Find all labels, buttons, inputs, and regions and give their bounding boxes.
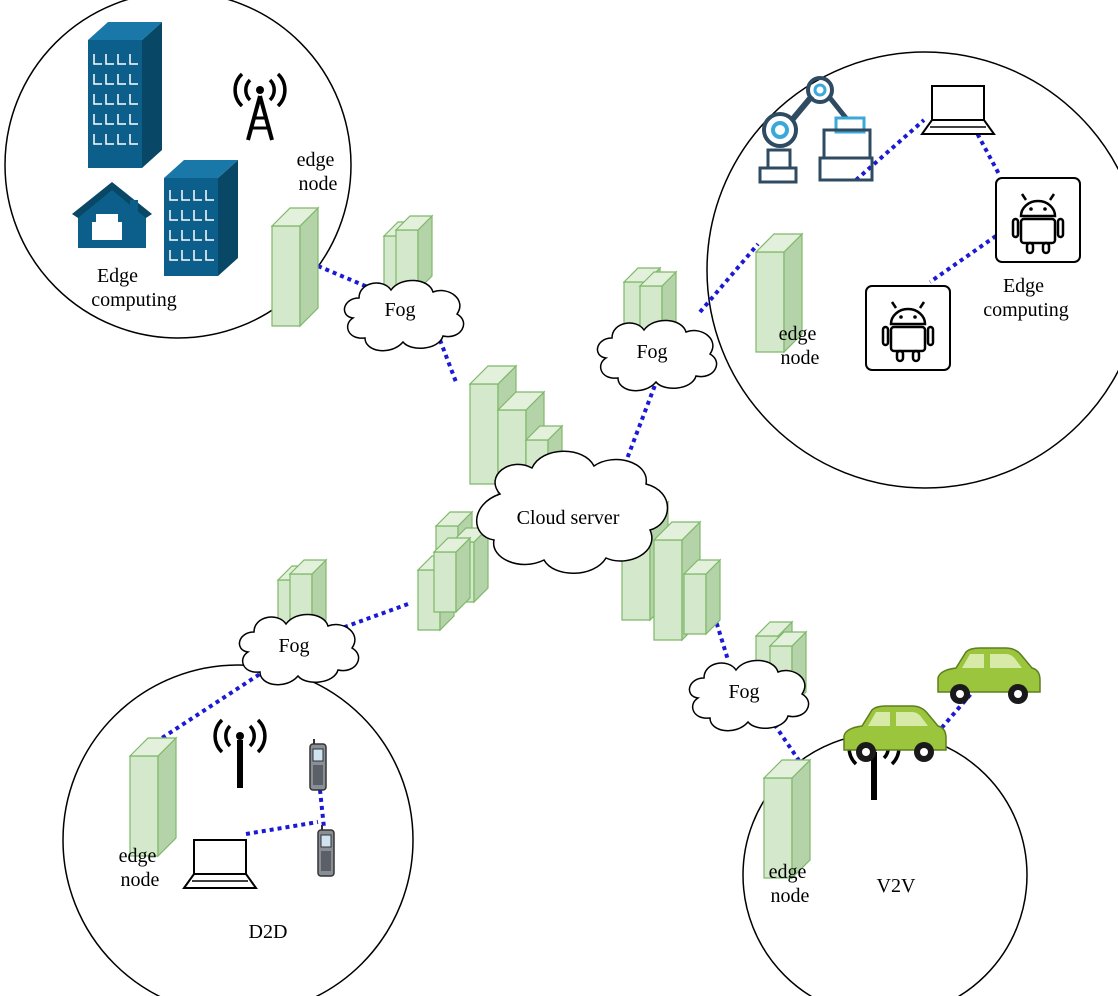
quadrant-top-right: edge node Edge computing bbox=[755, 76, 1082, 372]
edge-node-line-2: node bbox=[121, 869, 160, 891]
edge-computing-line-1: Edge bbox=[97, 265, 138, 287]
edge-node-line-1: edge bbox=[297, 149, 335, 171]
edge-node-label: edge node bbox=[769, 861, 812, 907]
fog-label: Fog bbox=[636, 341, 667, 363]
laptop-icon bbox=[921, 85, 995, 135]
server-rack-icon bbox=[129, 737, 177, 857]
edge-node-line-1: edge bbox=[779, 323, 817, 345]
fog-top-right: Fog bbox=[596, 267, 718, 392]
edge-node-line-2: node bbox=[771, 885, 810, 907]
fog-bottom-left: Fog bbox=[238, 559, 360, 686]
edge-node-line-2: node bbox=[299, 173, 338, 195]
edge-computing-line-2: computing bbox=[983, 299, 1069, 321]
edge-computing-line-2: computing bbox=[91, 289, 177, 311]
mobile-phone-icon bbox=[309, 738, 327, 791]
edge-node-label: edge node bbox=[297, 149, 340, 195]
edge-node-line-1: edge bbox=[119, 845, 157, 867]
edge-computing-label: Edge computing bbox=[91, 265, 177, 311]
fog-bottom-right: Fog bbox=[688, 621, 810, 732]
building-icon bbox=[164, 160, 238, 276]
cloud-server-label: Cloud server bbox=[517, 507, 620, 529]
d2d-label: D2D bbox=[249, 921, 288, 943]
house-icon bbox=[72, 182, 152, 248]
fog-label: Fog bbox=[728, 681, 759, 703]
building-icon bbox=[88, 22, 162, 168]
android-icon bbox=[864, 284, 952, 372]
edge-node-label: edge node bbox=[779, 323, 822, 369]
car-icon bbox=[937, 647, 1041, 705]
robot-arm-icon bbox=[758, 76, 874, 184]
edge-node-line-2: node bbox=[781, 347, 820, 369]
fog-label: Fog bbox=[278, 635, 309, 657]
edge-node-label: edge node bbox=[119, 845, 162, 891]
cloud-server: Cloud server bbox=[476, 450, 669, 574]
mobile-phone-icon bbox=[317, 824, 335, 877]
fog-label: Fog bbox=[384, 299, 415, 321]
android-icon bbox=[994, 176, 1082, 264]
v2v-label: V2V bbox=[877, 875, 916, 897]
laptop-icon bbox=[183, 839, 257, 889]
fog-top-left: Fog bbox=[343, 215, 465, 352]
cloud-icon bbox=[476, 450, 669, 574]
edge-node-line-1: edge bbox=[769, 861, 807, 883]
zone-bottom-left bbox=[62, 664, 414, 996]
edge-computing-line-1: Edge bbox=[1003, 275, 1044, 297]
zone-top-right bbox=[706, 51, 1118, 489]
quadrant-top-left: edge node Edge computing bbox=[72, 22, 340, 327]
edge-computing-label: Edge computing bbox=[983, 275, 1069, 321]
quadrant-bottom-left: edge node D2D bbox=[119, 718, 335, 943]
server-rack-icon bbox=[271, 207, 319, 327]
quadrant-bottom-right: edge node V2V bbox=[763, 647, 1041, 907]
